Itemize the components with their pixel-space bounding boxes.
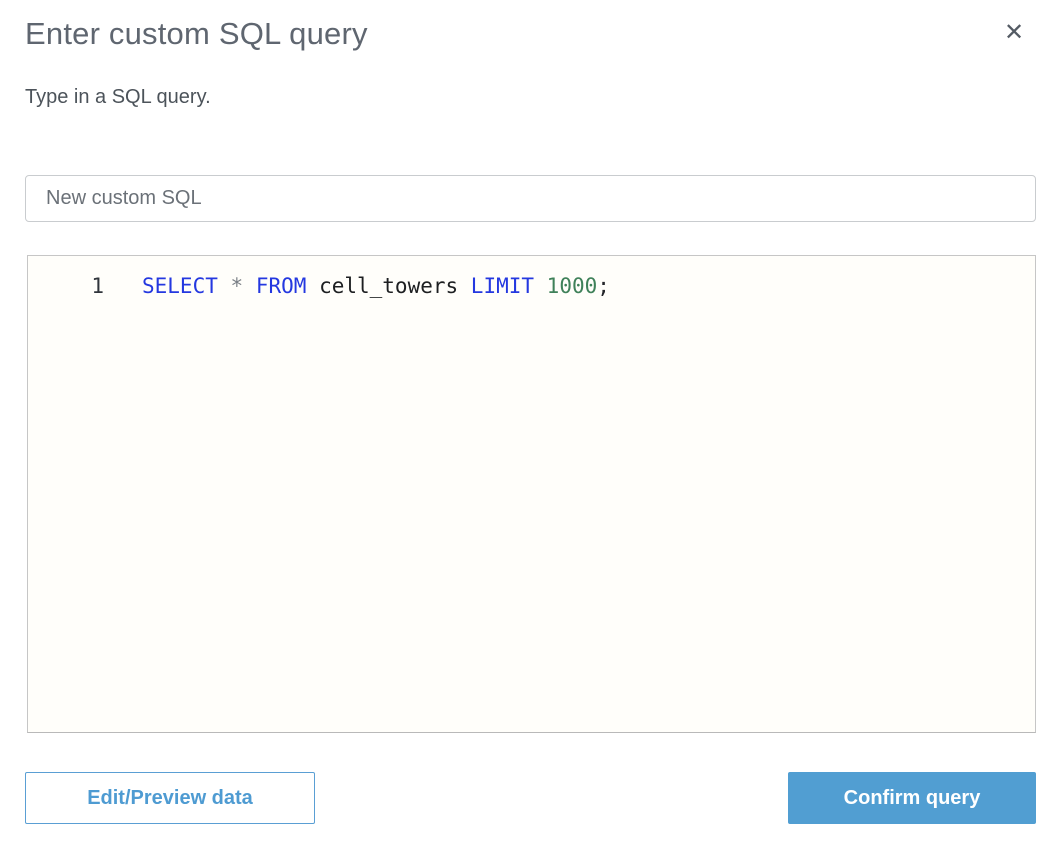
close-icon[interactable]: ✕: [1003, 19, 1025, 46]
code-line: 1 SELECT * FROM cell_towers LIMIT 1000;: [28, 256, 1035, 301]
custom-sql-name-input[interactable]: [25, 175, 1036, 222]
edit-preview-data-button[interactable]: Edit/Preview data: [25, 772, 315, 824]
dialog-subtitle: Type in a SQL query.: [25, 86, 211, 108]
confirm-query-button[interactable]: Confirm query: [788, 772, 1036, 824]
code-text: SELECT * FROM cell_towers LIMIT 1000;: [142, 274, 610, 298]
page-title: Enter custom SQL query: [25, 16, 368, 51]
line-number: 1: [91, 274, 104, 298]
sql-code-editor[interactable]: 1 SELECT * FROM cell_towers LIMIT 1000;: [27, 255, 1036, 733]
